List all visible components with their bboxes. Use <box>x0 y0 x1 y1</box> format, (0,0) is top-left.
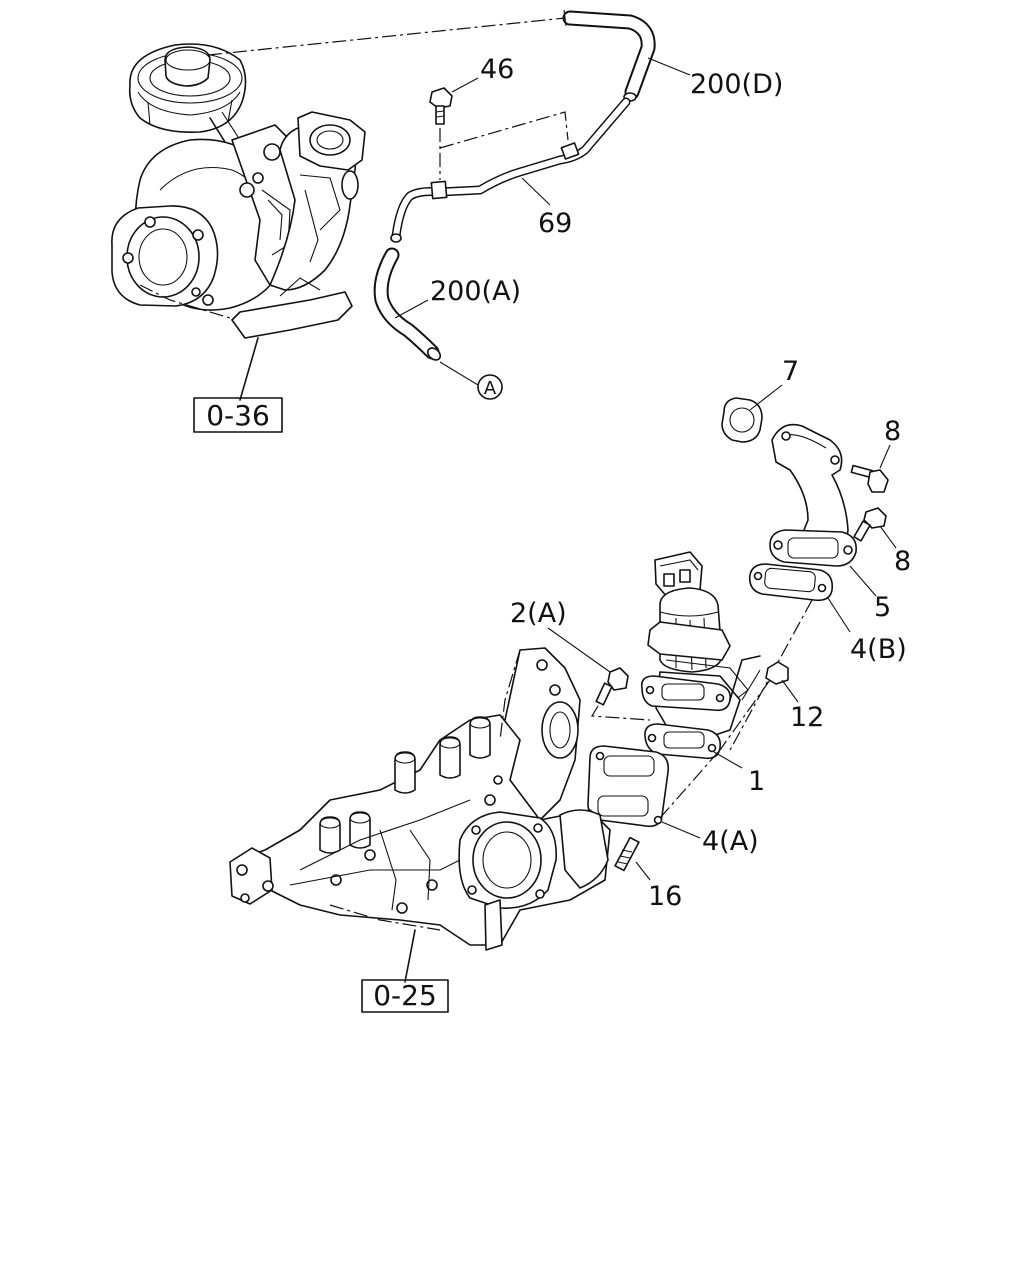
leader-5 <box>849 565 877 597</box>
bolt-12-path <box>719 679 771 751</box>
reference-box-turbo: 0-36 <box>193 397 283 433</box>
egr-valve <box>640 551 761 760</box>
leader-12 <box>781 679 799 703</box>
gasket-4b <box>748 563 834 602</box>
leader-200a <box>394 299 429 319</box>
leader-69 <box>521 177 551 206</box>
dash-gasket-to-valve <box>659 749 721 819</box>
leader-8-bottom <box>879 525 897 549</box>
bolt-46 <box>429 87 453 125</box>
leader-callout-a <box>439 361 479 386</box>
part-label-200a: 200(A) <box>430 276 521 307</box>
leader-46 <box>451 77 479 93</box>
leader-7 <box>749 384 783 411</box>
leader-200d <box>647 57 691 76</box>
part-label-12: 12 <box>790 702 824 733</box>
bolt-8-bottom <box>853 507 887 542</box>
leader-manifold-ref <box>404 929 416 983</box>
part-label-4a: 4(A) <box>702 826 759 857</box>
part-label-8-top: 8 <box>884 416 901 447</box>
part-label-46: 46 <box>480 54 514 85</box>
leader-turbo-ref <box>239 337 259 401</box>
leader-16 <box>635 861 651 881</box>
part-label-4b: 4(B) <box>850 634 907 665</box>
part-label-1: 1 <box>748 766 765 797</box>
leader-2a <box>547 627 611 673</box>
part-label-7: 7 <box>782 356 799 387</box>
intake-manifold <box>229 647 611 951</box>
bolt-8-top <box>850 464 889 493</box>
reference-turbo-text: 0-36 <box>206 399 270 432</box>
clip-link-line <box>439 111 569 149</box>
leader-1 <box>713 751 743 769</box>
leader-4a <box>661 821 701 839</box>
leader-8-top <box>879 444 891 469</box>
callout-a: A <box>477 374 503 400</box>
hose-200d <box>562 9 656 102</box>
part-label-16: 16 <box>648 881 682 912</box>
part-label-5: 5 <box>874 592 891 623</box>
gasket-7 <box>721 397 763 443</box>
stud-16 <box>614 836 640 872</box>
part-label-2a: 2(A) <box>510 598 567 629</box>
flange-5 <box>769 529 858 567</box>
reference-box-manifold: 0-25 <box>361 979 449 1013</box>
leader-4b <box>827 597 851 633</box>
bolt-2a <box>595 667 629 706</box>
part-label-69: 69 <box>538 208 572 239</box>
reference-manifold-text: 0-25 <box>373 979 437 1012</box>
egr-pipe-elbow <box>771 423 849 546</box>
bolt-12 <box>765 661 789 685</box>
turbocharger-assembly <box>111 43 366 339</box>
pipe-69 <box>390 97 631 243</box>
part-label-8-bottom: 8 <box>894 546 911 577</box>
bolt-2a-path <box>590 705 651 721</box>
callout-a-text: A <box>484 378 497 399</box>
connection-line-actuator <box>207 17 566 56</box>
part-label-200d: 200(D) <box>690 69 783 100</box>
hose-200a <box>373 247 442 361</box>
